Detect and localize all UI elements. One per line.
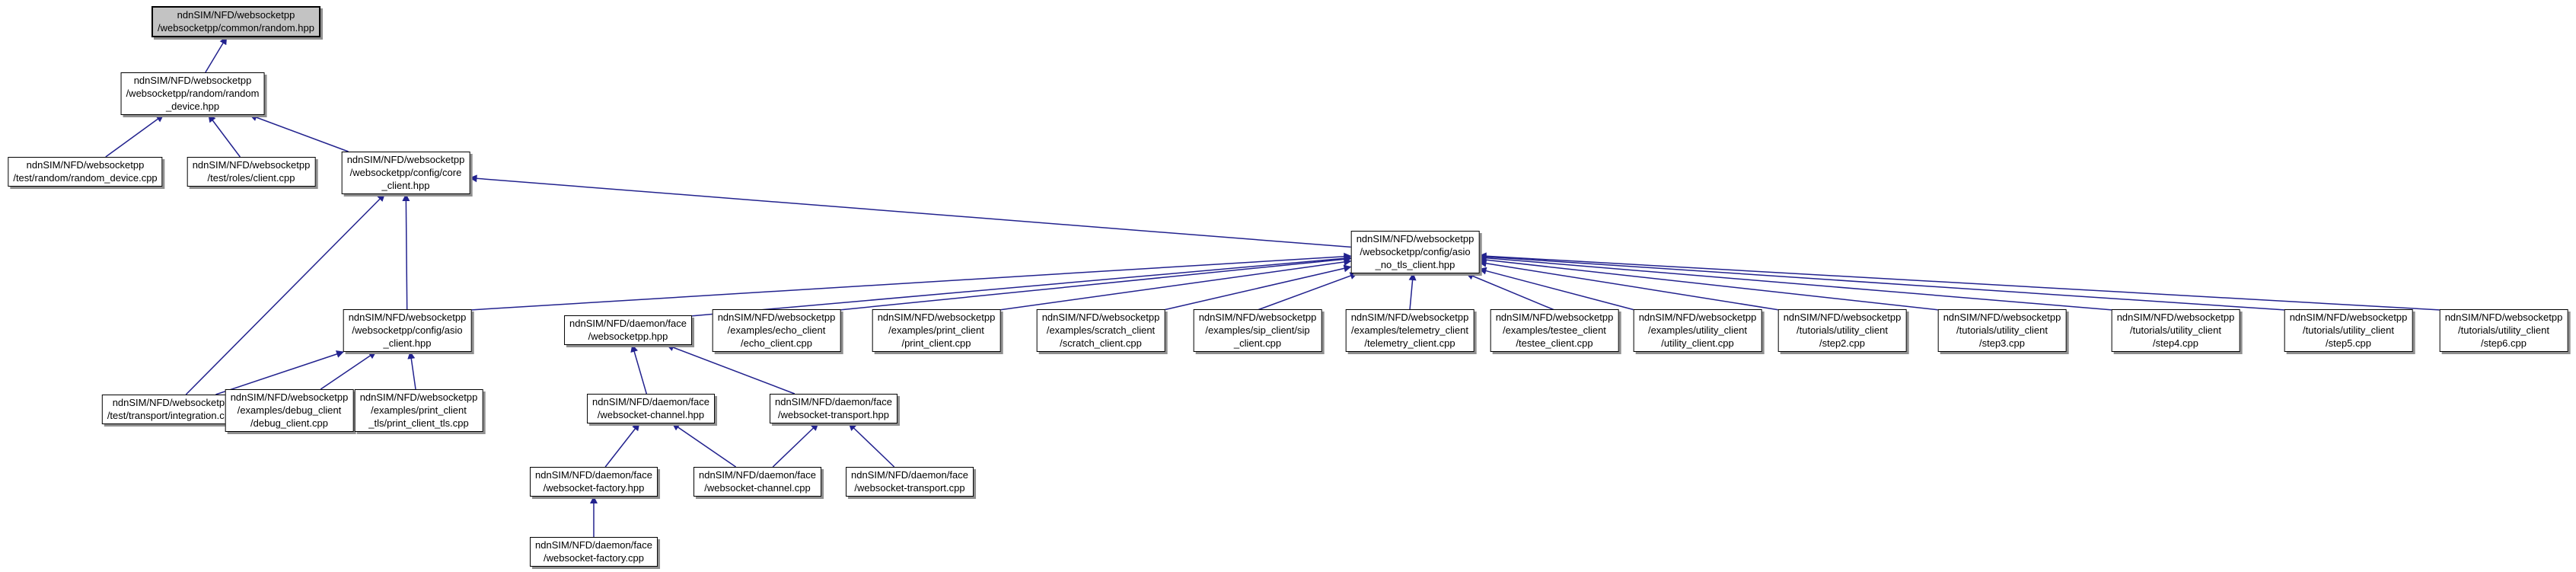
edge-websocketpp-hpp-to-asio-no-tls-client-hpp [690, 254, 1352, 317]
edge-test-roles-client-cpp-to-random-device-hpp [208, 114, 241, 158]
graph-node-random-hpp: ndnSIM/NFD/websocketpp /websocketpp/comm… [151, 6, 320, 37]
edge-echo-client-cpp-to-asio-no-tls-client-hpp [839, 255, 1352, 311]
edge-integration-cpp-to-asio-client-hpp [215, 350, 345, 395]
edge-websocket-channel-cpp-to-websocket-transport-hpp [772, 423, 819, 468]
graph-node-test-random-device-cpp[interactable]: ndnSIM/NFD/websocketpp /test/random/rand… [8, 157, 163, 187]
edge-step6-cpp-to-asio-no-tls-client-hpp [1478, 252, 2441, 311]
edge-print-client-tls-cpp-to-asio-client-hpp [407, 351, 416, 390]
graph-node-step6-cpp[interactable]: ndnSIM/NFD/websocketpp /tutorials/utilit… [2439, 309, 2568, 352]
edge-utility-client-cpp-to-asio-no-tls-client-hpp [1478, 267, 1635, 311]
graph-node-asio-client-hpp[interactable]: ndnSIM/NFD/websocketpp /websocketpp/conf… [343, 309, 472, 352]
edge-test-random-device-cpp-to-random-device-hpp [105, 114, 164, 158]
graph-node-step5-cpp[interactable]: ndnSIM/NFD/websocketpp /tutorials/utilit… [2284, 309, 2413, 352]
edge-asio-no-tls-client-hpp-to-core-client-hpp [469, 174, 1351, 248]
edge-websocket-factory-hpp-to-websocket-channel-hpp [604, 423, 640, 468]
graph-node-core-client-hpp[interactable]: ndnSIM/NFD/websocketpp /websocketpp/conf… [341, 152, 470, 194]
edge-step2-cpp-to-asio-no-tls-client-hpp [1478, 259, 1780, 311]
graph-node-sip-client-cpp[interactable]: ndnSIM/NFD/websocketpp /examples/sip_cli… [1193, 309, 1322, 352]
graph-node-print-client-cpp[interactable]: ndnSIM/NFD/websocketpp /examples/print_c… [872, 309, 1001, 352]
graph-node-integration-cpp[interactable]: ndnSIM/NFD/websocketpp /test/transport/i… [101, 395, 241, 424]
graph-node-step3-cpp[interactable]: ndnSIM/NFD/websocketpp /tutorials/utilit… [1937, 309, 2067, 352]
graph-node-websocketpp-hpp[interactable]: ndnSIM/NFD/daemon/face /websocketpp.hpp [564, 315, 692, 345]
graph-node-websocket-factory-cpp[interactable]: ndnSIM/NFD/daemon/face /websocket-factor… [530, 537, 658, 567]
edge-asio-client-hpp-to-asio-no-tls-client-hpp [470, 252, 1352, 311]
edge-telemetry-client-cpp-to-asio-no-tls-client-hpp [1408, 273, 1417, 311]
graph-node-test-roles-client-cpp[interactable]: ndnSIM/NFD/websocketpp /test/roles/clien… [187, 157, 316, 187]
graph-node-echo-client-cpp[interactable]: ndnSIM/NFD/websocketpp /examples/echo_cl… [712, 309, 841, 352]
graph-node-telemetry-client-cpp[interactable]: ndnSIM/NFD/websocketpp /examples/telemet… [1345, 309, 1475, 352]
graph-node-random-device-hpp[interactable]: ndnSIM/NFD/websocketpp /websocketpp/rand… [120, 72, 265, 115]
graph-node-websocket-channel-hpp[interactable]: ndnSIM/NFD/daemon/face /websocket-channe… [587, 394, 715, 423]
graph-node-websocket-transport-cpp[interactable]: ndnSIM/NFD/daemon/face /websocket-transp… [846, 467, 974, 497]
graph-node-print-client-tls-cpp[interactable]: ndnSIM/NFD/websocketpp /examples/print_c… [354, 389, 483, 432]
edge-step3-cpp-to-asio-no-tls-client-hpp [1478, 256, 1940, 311]
edge-print-client-cpp-to-asio-no-tls-client-hpp [999, 258, 1352, 311]
graph-node-asio-no-tls-client-hpp[interactable]: ndnSIM/NFD/websocketpp /websocketpp/conf… [1350, 231, 1480, 273]
graph-node-utility-client-cpp[interactable]: ndnSIM/NFD/websocketpp /examples/utility… [1633, 309, 1762, 352]
edge-websocket-channel-cpp-to-websocket-channel-hpp [671, 423, 737, 468]
graph-node-debug-client-cpp[interactable]: ndnSIM/NFD/websocketpp /examples/debug_c… [225, 389, 354, 432]
edge-step5-cpp-to-asio-no-tls-client-hpp [1478, 253, 2286, 311]
edge-random-device-hpp-to-random-hpp [205, 37, 228, 73]
graph-node-testee-client-cpp[interactable]: ndnSIM/NFD/websocketpp /examples/testee_… [1490, 309, 1619, 352]
graph-node-step4-cpp[interactable]: ndnSIM/NFD/websocketpp /tutorials/utilit… [2111, 309, 2240, 352]
edge-integration-cpp-to-core-client-hpp [185, 193, 385, 395]
edge-debug-client-cpp-to-asio-client-hpp [320, 351, 377, 390]
edge-testee-client-cpp-to-asio-no-tls-client-hpp [1465, 272, 1555, 311]
edge-sip-client-cpp-to-asio-no-tls-client-hpp [1257, 272, 1358, 311]
edge-websocket-transport-cpp-to-websocket-transport-hpp [848, 423, 895, 468]
graph-node-websocket-transport-hpp[interactable]: ndnSIM/NFD/daemon/face /websocket-transp… [770, 394, 897, 423]
edge-websocket-channel-hpp-to-websocketpp-hpp [630, 344, 648, 395]
graph-node-scratch-client-cpp[interactable]: ndnSIM/NFD/websocketpp /examples/scratch… [1036, 309, 1165, 352]
edge-step4-cpp-to-asio-no-tls-client-hpp [1478, 254, 2113, 311]
edge-websocket-transport-hpp-to-websocketpp-hpp [666, 344, 795, 395]
edge-scratch-client-cpp-to-asio-no-tls-client-hpp [1163, 264, 1352, 311]
edge-core-client-hpp-to-random-device-hpp [249, 113, 349, 152]
graph-node-step2-cpp[interactable]: ndnSIM/NFD/websocketpp /tutorials/utilit… [1777, 309, 1907, 352]
graph-node-websocket-channel-cpp[interactable]: ndnSIM/NFD/daemon/face /websocket-channe… [693, 467, 821, 497]
graph-node-websocket-factory-hpp[interactable]: ndnSIM/NFD/daemon/face /websocket-factor… [530, 467, 658, 497]
